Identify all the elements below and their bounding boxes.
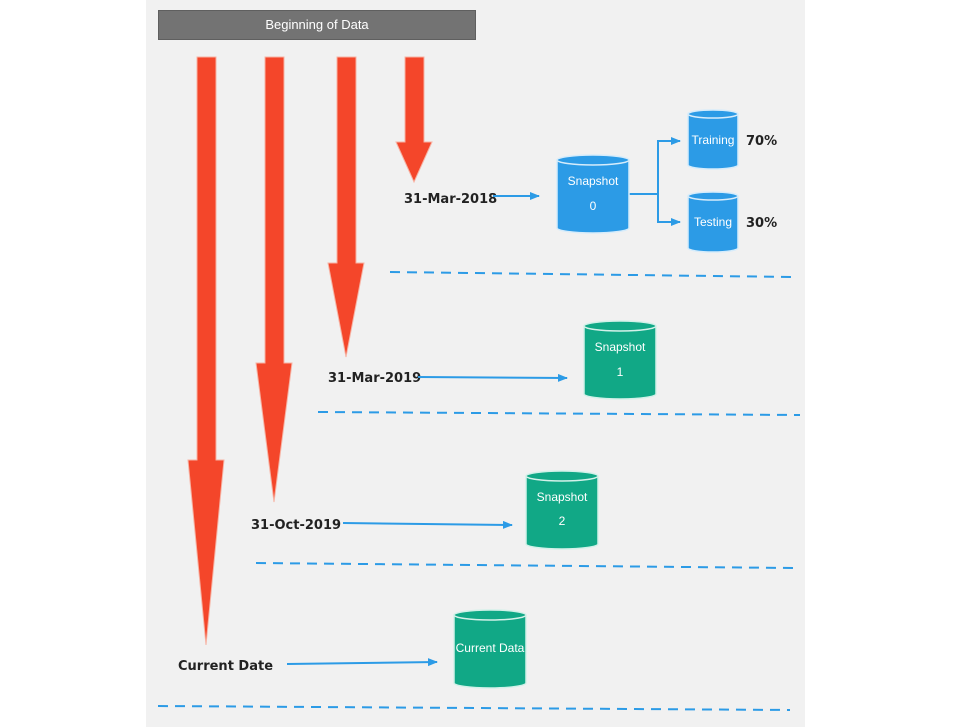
separator-line: [157, 705, 791, 711]
timeline-arrow-oct-2019: [255, 56, 293, 503]
snapshot-2-cylinder: Snapshot 2: [525, 470, 599, 550]
date-label: 31-Oct-2019: [251, 518, 341, 533]
snapshot-1-cylinder: Snapshot 1: [583, 320, 657, 400]
separator-line: [389, 271, 796, 278]
date-label: 31-Mar-2019: [328, 371, 421, 386]
separator-line: [317, 411, 801, 416]
timeline-arrow-mar-2019: [327, 56, 365, 358]
cylinder-id: 1: [617, 365, 624, 379]
snapshot-0-cylinder: Snapshot 0: [556, 154, 630, 234]
timeline-arrow-mar-2018: [395, 56, 433, 184]
cylinder-label: Snapshot: [595, 340, 646, 354]
beginning-of-data-header: Beginning of Data: [158, 10, 476, 40]
connector-arrow: [286, 658, 438, 667]
training-cylinder: Training: [687, 109, 739, 170]
testing-cylinder: Testing: [687, 191, 739, 253]
cylinder-label: Testing: [694, 215, 732, 229]
date-label: Current Date: [178, 659, 273, 674]
cylinder-label: Snapshot: [568, 174, 619, 188]
percent-label: 70%: [746, 134, 777, 149]
cylinder-label: Current Data: [456, 641, 525, 655]
cylinder-id: 2: [559, 514, 566, 528]
connector-arrow: [342, 520, 513, 529]
cylinder-label: Training: [692, 133, 735, 147]
separator-line: [255, 562, 796, 569]
cylinder-id: 0: [590, 199, 597, 213]
split-connector: [629, 193, 681, 226]
cylinder-label: Snapshot: [537, 490, 588, 504]
connector-arrow: [417, 373, 568, 382]
split-connector: [629, 137, 681, 195]
date-label: 31-Mar-2018: [404, 192, 497, 207]
current-data-cylinder: Current Data: [453, 609, 527, 689]
timeline-arrow-current: [187, 56, 225, 646]
percent-label: 30%: [746, 216, 777, 231]
